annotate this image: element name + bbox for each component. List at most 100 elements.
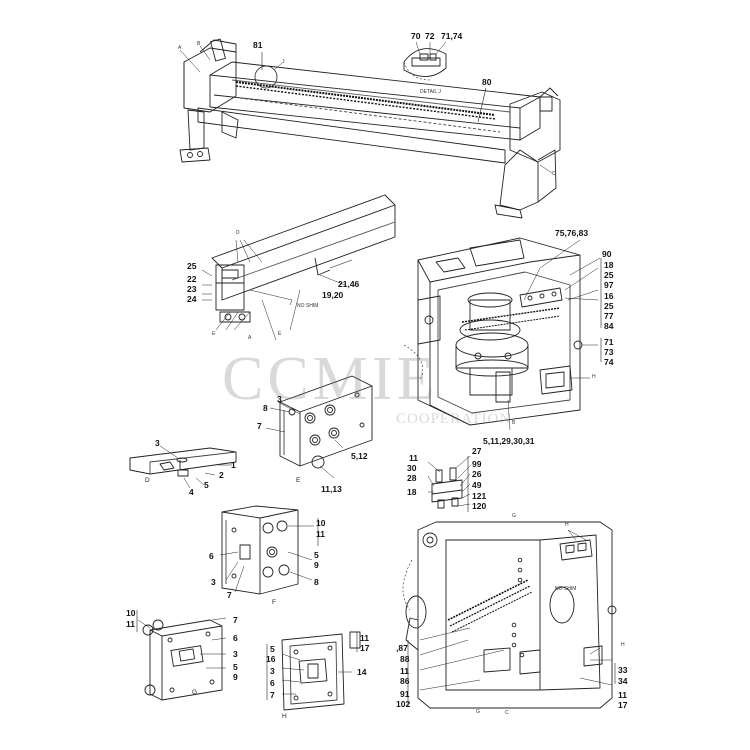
callout-7-view-h: 7 [270, 690, 275, 700]
watermark-subtitle: COOPERATION [396, 411, 512, 427]
callout-18-cluster: 18 [407, 487, 417, 497]
no-shim-label-c: NO SHIM [555, 586, 577, 592]
callout-7-view-g: 7 [233, 615, 238, 625]
view-a-beam-end [201, 194, 396, 341]
ref-c-top: C [552, 171, 556, 177]
callout-11-13: 11,13 [321, 484, 342, 494]
callout-7-view-f: 7 [227, 590, 232, 600]
callout-80: 80 [482, 77, 492, 87]
callout-5-view-g: 5 [233, 662, 238, 672]
callout-87: ,87 [396, 643, 408, 653]
callout-8-view-e: 8 [263, 403, 268, 413]
callout-91: 91 [400, 689, 410, 699]
callout-90: 90 [602, 249, 612, 259]
callout-19-20: 19,20 [322, 290, 344, 300]
callout-9-view-f: 9 [314, 560, 319, 570]
ref-h-view-c-2: H [621, 642, 625, 648]
callout-3-view-d: 3 [155, 438, 160, 448]
callout-18-view-b: 18 [604, 260, 614, 270]
callout-77: 77 [604, 311, 614, 321]
callout-99: 99 [472, 459, 482, 469]
ref-e-view-a-2: E [278, 331, 282, 337]
callout-71: 71 [604, 337, 614, 347]
callout-28: 28 [407, 473, 417, 483]
callout-17-view-h: 17 [360, 643, 370, 653]
callout-72: 72 [425, 31, 435, 41]
callout-26: 26 [472, 469, 482, 479]
ref-d-view-a: D [236, 230, 240, 236]
callout-25-view-b-1: 25 [604, 270, 614, 280]
callout-3-view-h: 3 [270, 666, 275, 676]
callout-brackets-lower [136, 456, 616, 706]
callout-5-11-29-30-31: 5,11,29,30,31 [483, 436, 535, 446]
callout-97: 97 [604, 280, 614, 290]
callout-121: 121 [472, 491, 487, 501]
view-g-plate [137, 617, 227, 701]
callout-9-view-g: 9 [233, 672, 238, 682]
callout-71-74: 71,74 [441, 31, 463, 41]
callout-10-view-f: 10 [316, 518, 326, 528]
detail-j-inset [403, 41, 447, 81]
view-h-label: H [282, 713, 287, 720]
watermark-logo: CCMIE [222, 345, 439, 413]
callout-14-view-h: 14 [357, 667, 367, 677]
view-b-housing [403, 237, 601, 431]
view-g-label: G [192, 689, 198, 696]
ref-h-view-c-1: H [565, 522, 569, 528]
ref-h-view-b: H [592, 374, 596, 380]
view-h-plate [281, 631, 361, 711]
view-f-plate [219, 505, 314, 595]
callout-4-view-d: 4 [189, 487, 194, 497]
view-e-label: E [296, 477, 301, 484]
view-a-tag: A [248, 335, 252, 341]
callout-8-view-f: 8 [314, 577, 319, 587]
no-shim-label-a: NO SHIM [297, 303, 319, 309]
callout-5-view-h: 5 [270, 644, 275, 654]
callout-74: 74 [604, 357, 614, 367]
callout-5-12: 5,12 [351, 451, 368, 461]
view-e-plate [265, 375, 373, 479]
fastener-cluster [427, 455, 471, 509]
ref-g-view-c: G [512, 513, 516, 519]
callout-2-view-d: 2 [219, 470, 224, 480]
callout-88: 88 [400, 654, 410, 664]
callout-6-view-f: 6 [209, 551, 214, 561]
callout-24: 24 [187, 294, 197, 304]
ref-b-top: B [197, 41, 201, 47]
ref-g-view-c-2: G [476, 709, 480, 715]
callout-7-view-e: 7 [257, 421, 262, 431]
callout-11-view-g: 11 [126, 619, 135, 629]
callout-10-view-g: 10 [126, 608, 136, 618]
callout-11-view-c-2: 11 [618, 690, 627, 700]
callout-11-view-h: 11 [360, 633, 369, 643]
callout-1-view-d: 1 [231, 460, 236, 470]
callout-102: 102 [396, 699, 411, 709]
view-d-block [129, 445, 237, 489]
callout-30: 30 [407, 463, 417, 473]
callout-22: 22 [187, 274, 197, 284]
callout-3-view-e: 3 [277, 394, 282, 404]
callout-27: 27 [472, 446, 482, 456]
callout-11-view-c: 11 [400, 666, 409, 676]
callout-120: 120 [472, 501, 487, 511]
callout-75-76-83: 75,76,83 [555, 228, 589, 238]
callout-81: 81 [253, 40, 263, 50]
callout-25-view-a: 25 [187, 261, 197, 271]
callout-23: 23 [187, 284, 197, 294]
view-c-housing [402, 521, 617, 709]
callout-3-view-g: 3 [233, 649, 238, 659]
callout-33: 33 [618, 665, 628, 675]
view-f-label: F [272, 599, 276, 606]
callout-6-view-h: 6 [270, 678, 275, 688]
callout-11-cluster: 11 [409, 453, 418, 463]
callout-17-view-c: 17 [618, 700, 628, 710]
callout-16-view-b: 16 [604, 291, 614, 301]
callout-49: 49 [472, 480, 482, 490]
main-beam-assembly [179, 38, 561, 219]
callout-3-view-f: 3 [211, 577, 216, 587]
view-c-tag: C [505, 710, 509, 716]
view-d-label: D [145, 477, 150, 484]
callout-84: 84 [604, 321, 614, 331]
